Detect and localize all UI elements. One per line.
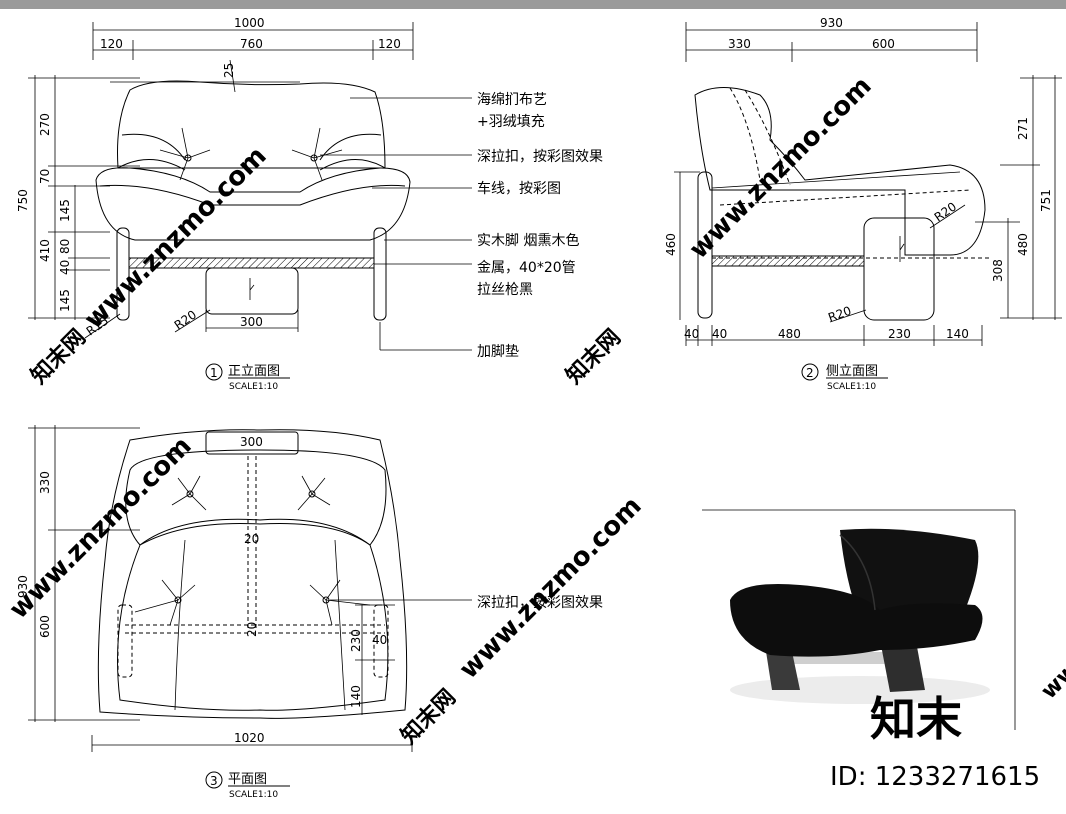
dim-40: 40 <box>58 260 72 275</box>
dim-600-plan: 600 <box>38 615 52 638</box>
dim-r20-side-top: R20 <box>932 199 959 224</box>
dim-480-bottom: 480 <box>778 327 801 341</box>
watermark-url: www.znzmo.com <box>1037 540 1066 704</box>
caption-side: 侧立面图 <box>826 364 878 379</box>
scale-plan: SCALE1:10 <box>229 790 278 800</box>
dim-750: 750 <box>16 189 30 212</box>
dim-120-right: 120 <box>378 37 401 51</box>
dim-140: 140 <box>946 327 969 341</box>
top-bar <box>0 0 1066 9</box>
dim-760: 760 <box>240 37 263 51</box>
dim-230-plan: 230 <box>349 629 363 652</box>
dim-80: 80 <box>58 239 72 254</box>
dim-140-plan: 140 <box>349 685 363 708</box>
dim-40-b: 40 <box>712 327 727 341</box>
watermark-url: www.znzmo.com <box>79 141 273 335</box>
dim-230: 230 <box>888 327 911 341</box>
dim-20-b: 20 <box>245 622 259 637</box>
dim-930-side: 930 <box>820 16 843 30</box>
dim-300-plan: 300 <box>240 435 263 449</box>
note-foot-pad: 加脚垫 <box>477 344 519 360</box>
drawing-sheet: www.znzmo.com 知末网 www.znzmo.com 知末网 www.… <box>4 16 1066 800</box>
dim-20-a: 20 <box>244 532 259 546</box>
watermark-logo: 知末 <box>870 692 962 746</box>
dim-930-plan: 930 <box>16 575 30 598</box>
dim-410: 410 <box>38 239 52 262</box>
caption-num-plan: 3 <box>210 774 218 788</box>
note-metal-tube: 金属，40*20管 <box>477 260 576 276</box>
note-deep-tufting-plan: 深拉扣，按彩图效果 <box>477 595 603 611</box>
plan-view: 330 930 600 300 20 20 230 40 140 <box>16 425 472 800</box>
dim-145-top: 145 <box>58 199 72 222</box>
dim-330: 330 <box>728 37 751 51</box>
caption-num-side: 2 <box>806 366 814 380</box>
watermark-id: ID: 1233271615 <box>830 762 1040 792</box>
dim-25: 25 <box>222 63 236 78</box>
note-brushed-gunmetal: 拉丝枪黑 <box>477 281 533 298</box>
caption-front: 正立面图 <box>228 364 280 379</box>
watermark-brand: 知末网 <box>561 324 626 389</box>
dim-308: 308 <box>991 259 1005 282</box>
dim-120-left: 120 <box>100 37 123 51</box>
note-stitching: 车线，按彩图 <box>477 180 561 197</box>
dim-751: 751 <box>1039 189 1053 212</box>
dim-300: 300 <box>240 315 263 329</box>
dim-270: 270 <box>38 113 52 136</box>
dim-145-bottom: 145 <box>58 289 72 312</box>
dim-40-a: 40 <box>684 327 699 341</box>
dim-480-right: 480 <box>1016 233 1030 256</box>
annotations: 海绵扪布艺 +羽绒填充 深拉扣，按彩图效果 车线，按彩图 实木脚 烟熏木色 金属… <box>477 91 603 611</box>
dim-271: 271 <box>1016 117 1030 140</box>
dim-600: 600 <box>872 37 895 51</box>
watermark-url: www.znzmo.com <box>684 71 878 265</box>
dim-r20-side-bottom: R20 <box>826 304 853 325</box>
front-view: 1000 120 760 120 25 750 270 70 145 410 8… <box>16 16 472 392</box>
caption-num-front: 1 <box>210 366 218 380</box>
dim-1020: 1020 <box>234 731 265 745</box>
scale-side: SCALE1:10 <box>827 382 876 392</box>
dim-330-plan: 330 <box>38 471 52 494</box>
scale-front: SCALE1:10 <box>229 382 278 392</box>
dim-40-plan: 40 <box>372 633 387 647</box>
product-photo: 知末 ID: 1233271615 <box>702 509 1040 792</box>
caption-plan: 平面图 <box>228 772 267 787</box>
watermark-brand: 知末网 <box>26 324 91 389</box>
dim-r20: R20 <box>172 307 199 332</box>
note-solid-wood-legs: 实木脚 烟熏木色 <box>477 232 579 249</box>
note-down-fill: +羽绒填充 <box>477 114 545 130</box>
dim-1000: 1000 <box>234 16 265 30</box>
note-deep-tufting: 深拉扣，按彩图效果 <box>477 149 603 165</box>
watermark-url: www.znzmo.com <box>4 431 198 625</box>
watermark-url: www.znzmo.com <box>454 491 648 685</box>
dim-460: 460 <box>664 233 678 256</box>
dim-70: 70 <box>38 169 52 184</box>
note-sponge-fabric: 海绵扪布艺 <box>477 91 547 108</box>
